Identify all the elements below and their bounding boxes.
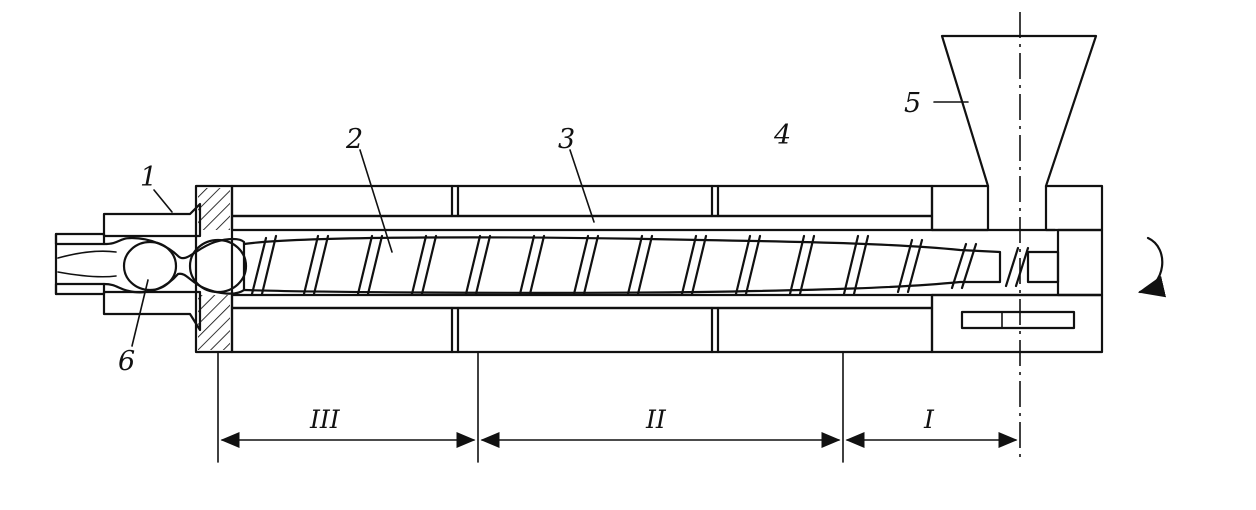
nozzle-head — [54, 202, 202, 332]
label-hopper: 5 — [904, 88, 921, 119]
melt-chamber — [57, 236, 248, 295]
label-heater: 4 — [773, 120, 791, 151]
screw — [242, 234, 1060, 296]
label-melt-chamber: 6 — [118, 346, 135, 377]
zone-dimensions — [217, 351, 1018, 463]
heater-jacket — [230, 184, 934, 354]
label-zone-3: III — [309, 405, 341, 434]
label-zone-2: II — [645, 405, 667, 434]
label-screw: 2 — [345, 124, 363, 155]
label-nozzle: 1 — [140, 162, 157, 193]
label-barrel: 3 — [558, 124, 575, 155]
hopper — [940, 34, 1098, 188]
leader-lines — [131, 101, 969, 347]
rear-housing — [930, 184, 1104, 354]
screw-flights — [250, 234, 1030, 296]
left-flange — [194, 184, 234, 354]
label-zone-1: I — [923, 405, 935, 434]
rotation-arrow-icon — [1137, 236, 1167, 298]
